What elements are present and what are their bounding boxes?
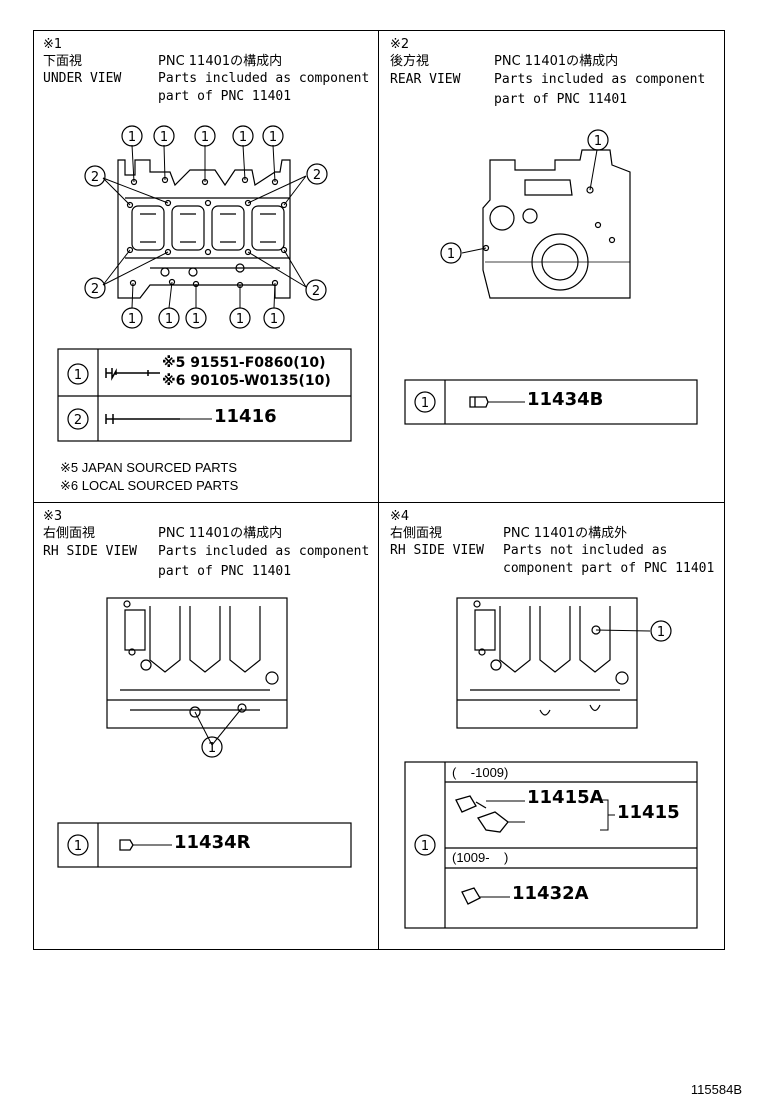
panel4-parts-table (404, 761, 698, 929)
callout-1-label: 1 (160, 130, 168, 145)
callout-2-label: 2 (91, 170, 99, 185)
table-ref-1: 1 (421, 396, 429, 411)
diagram-frame (33, 30, 725, 950)
callout-1-label: 1 (594, 134, 602, 149)
part-number-local: ※6 90105-W0135(10) (162, 373, 331, 389)
rear-view-leaders (461, 149, 598, 254)
panel1-note-jp: PNC 11401の構成内 (158, 54, 283, 69)
panel1-mark: ※1 (43, 37, 63, 52)
callout-1-label: 1 (269, 130, 277, 145)
callout-2-label: 2 (313, 168, 321, 183)
panel4-view-jp: 右側面視 (390, 526, 443, 541)
panel1-view-jp: 下面視 (43, 54, 83, 69)
callout-1-label: 1 (236, 312, 244, 327)
panel1-parts-table (57, 348, 352, 442)
footnote-local: ※6 LOCAL SOURCED PARTS (60, 478, 239, 493)
panel4-note-jp: PNC 11401の構成外 (503, 526, 628, 541)
horizontal-divider (33, 502, 725, 503)
panel1-note-en2: part of PNC 11401 (158, 89, 292, 104)
panel2-view-jp: 後方視 (390, 54, 430, 69)
footnote-japan: ※5 JAPAN SOURCED PARTS (60, 460, 238, 475)
part-number-11415: 11415 (617, 802, 680, 823)
part-number-11434b: 11434B (527, 389, 604, 410)
callout-1-label: 1 (239, 130, 247, 145)
under-view-block-drawing (117, 159, 291, 299)
panel3-view-jp: 右側面視 (43, 526, 96, 541)
table-ref-1: 1 (74, 368, 82, 383)
panel4-mark: ※4 (390, 509, 410, 524)
callout-1-label: 1 (447, 247, 455, 262)
panel2-note-en1: Parts included as component (494, 72, 706, 87)
vertical-divider (378, 30, 379, 950)
panel2-mark: ※2 (390, 37, 410, 52)
rh-side-view-block-drawing-1 (106, 597, 288, 729)
callout-1-label: 1 (270, 312, 278, 327)
panel1-view-en: UNDER VIEW (43, 71, 122, 86)
panel4-note-en1: Parts not included as (503, 543, 668, 558)
panel3-note-en1: Parts included as component (158, 544, 370, 559)
range-after: (1009- ) (452, 850, 509, 865)
table-ref-1: 1 (421, 839, 429, 854)
callout-1-label: 1 (201, 130, 209, 145)
panel3-view-en: RH SIDE VIEW (43, 544, 137, 559)
callout-1-label: 1 (657, 625, 665, 640)
panel3-note-en2: part of PNC 11401 (158, 564, 292, 579)
figure-id: 115584B (690, 1082, 742, 1097)
panel3-mark: ※3 (43, 509, 63, 524)
panel3-parts-table (57, 822, 352, 868)
rh-side-view-leaders-2 (595, 629, 651, 632)
callout-2-label: 2 (91, 282, 99, 297)
callout-1-label: 1 (192, 312, 200, 327)
callout-circles (67, 125, 672, 856)
panel4-view-en: RH SIDE VIEW (390, 543, 484, 558)
panel4-note-en2: component part of PNC 11401 (503, 561, 715, 576)
panel1-note-en1: Parts included as component (158, 71, 370, 86)
part-number-japan: ※5 91551-F0860(10) (162, 355, 326, 371)
part-number-11415a: 11415A (527, 787, 604, 808)
panel2-parts-table (404, 379, 698, 425)
part-number-11432a: 11432A (512, 883, 589, 904)
panel2-note-en2: part of PNC 11401 (494, 92, 628, 107)
rear-view-block-drawing (482, 149, 631, 299)
callout-1-label: 1 (165, 312, 173, 327)
under-view-leaders (102, 144, 307, 309)
part-number-11434r: 11434R (174, 832, 251, 853)
callout-1-label: 1 (128, 312, 136, 327)
rh-side-view-block-drawing-2 (456, 597, 638, 729)
table-ref-1: 1 (74, 839, 82, 854)
callout-2-label: 2 (312, 284, 320, 299)
table-ref-2: 2 (74, 413, 82, 428)
panel2-note-jp: PNC 11401の構成内 (494, 54, 619, 69)
callout-1-label: 1 (128, 130, 136, 145)
part-number-11416: 11416 (214, 406, 277, 427)
range-before: ( -1009) (452, 765, 509, 780)
panel3-note-jp: PNC 11401の構成内 (158, 526, 283, 541)
panel2-view-en: REAR VIEW (390, 72, 461, 87)
callout-1-label: 1 (208, 741, 216, 756)
